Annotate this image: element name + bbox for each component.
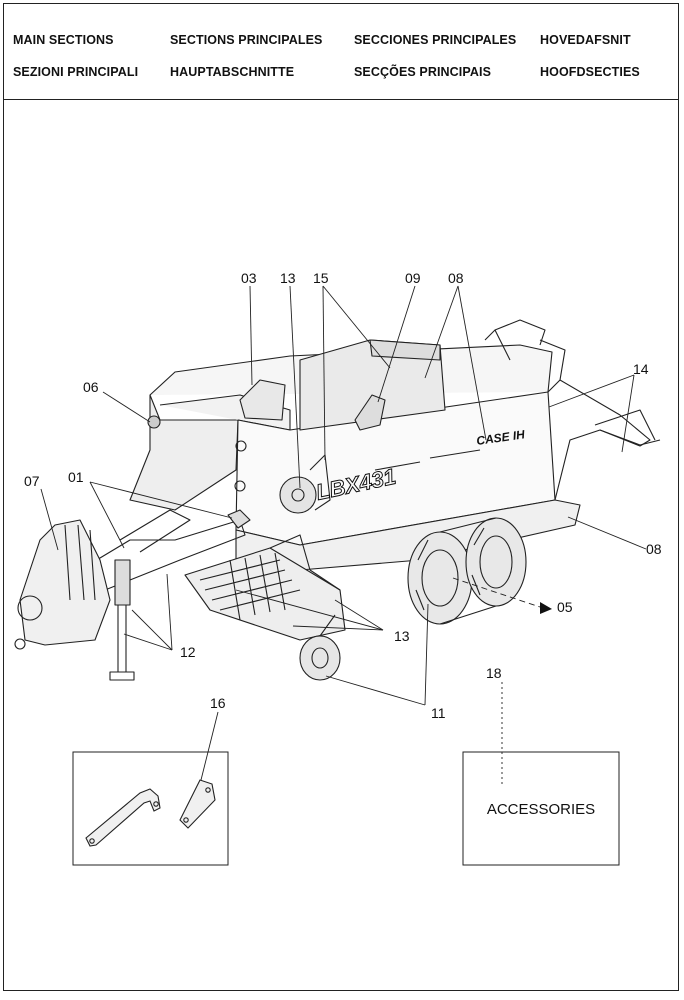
baler-illustration — [14, 319, 661, 681]
accessories-box — [462, 751, 620, 866]
header-main-sections: MAIN SECTIONS — [13, 33, 114, 47]
brand-logo-text: CASE IH — [475, 427, 525, 448]
header-secciones-principales: SECCIONES PRINCIPALES — [354, 33, 517, 47]
callout-11: 11 — [431, 705, 446, 721]
arrowhead-05 — [540, 602, 552, 614]
callout-16: 16 — [210, 695, 226, 711]
callout-08-side: 08 — [646, 541, 662, 557]
callout-13-bottom: 13 — [394, 628, 410, 644]
callout-06: 06 — [83, 379, 99, 395]
header-hauptabschnitte: HAUPTABSCHNITTE — [170, 65, 295, 79]
callout-12: 12 — [180, 644, 196, 660]
callout-01: 01 — [68, 469, 84, 485]
parts-sheet: MAIN SECTIONS SECTIONS PRINCIPALES SECCI… — [3, 3, 679, 991]
header-hovedafsnit: HOVEDAFSNIT — [540, 33, 631, 47]
header-table: MAIN SECTIONS SECTIONS PRINCIPALES SECCI… — [4, 4, 678, 100]
leader-lines — [40, 285, 647, 801]
item-16-box — [72, 751, 229, 866]
handle-brackets-illustration — [85, 779, 216, 847]
callout-13-top: 13 — [280, 270, 296, 286]
callout-05: 05 — [557, 599, 573, 615]
callout-09: 09 — [405, 270, 421, 286]
header-sezioni-principali: SEZIONI PRINCIPALI — [13, 65, 139, 79]
callout-03: 03 — [241, 270, 257, 286]
callout-15: 15 — [313, 270, 329, 286]
callout-07: 07 — [24, 473, 40, 489]
callout-18: 18 — [486, 665, 502, 681]
accessories-label: ACCESSORIES — [487, 801, 595, 818]
header-seccoes-principais: SECÇÕES PRINCIPAIS — [354, 65, 492, 79]
callout-14: 14 — [633, 361, 649, 377]
callout-08-top: 08 — [448, 270, 464, 286]
header-sections-principales: SECTIONS PRINCIPALES — [170, 33, 323, 47]
header-hoofdsecties: HOOFDSECTIES — [540, 65, 640, 79]
